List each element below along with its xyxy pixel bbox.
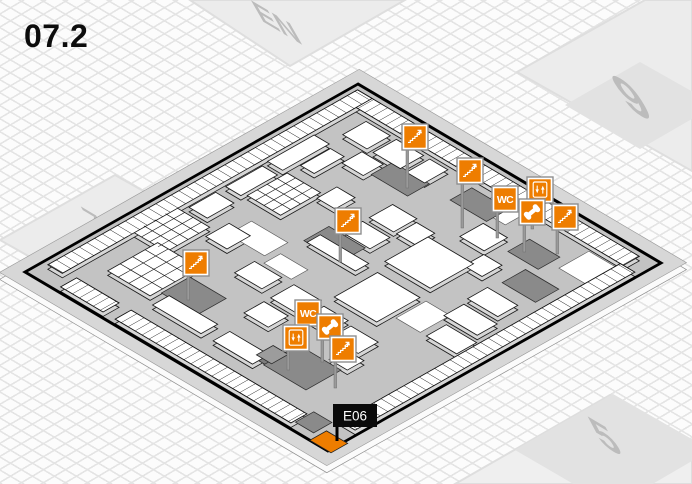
- sign-post: [333, 361, 337, 389]
- sign-escalator-5[interactable]: [182, 249, 210, 301]
- neighbor-hall-5: [515, 394, 692, 484]
- sign-post: [338, 233, 342, 263]
- wc-label: WC: [497, 194, 514, 206]
- sign-escalator-3[interactable]: [551, 203, 579, 255]
- entrance-label-text: E06: [343, 409, 367, 424]
- entrance-label-bg: [333, 404, 377, 427]
- sign-wc-2[interactable]: WC: [294, 299, 322, 351]
- entrance-flag-pole: [335, 424, 339, 441]
- sign-post: [522, 224, 526, 253]
- sign-post: [495, 211, 499, 239]
- hall-wall: [22, 82, 664, 453]
- sign-post: [405, 149, 409, 189]
- sign-post: [555, 229, 559, 255]
- wc-label: WC: [300, 308, 317, 320]
- sign-phone-1[interactable]: [518, 198, 546, 253]
- hall-level-title: 07.2: [24, 18, 89, 54]
- sign-post: [186, 275, 190, 301]
- sign-elevator-2[interactable]: [282, 324, 310, 371]
- sign-face: [494, 188, 516, 210]
- sign-escalator-1[interactable]: [401, 123, 429, 189]
- neighbor-hall-9: [565, 62, 692, 149]
- sign-escalator-2[interactable]: [456, 157, 484, 229]
- sign-post: [460, 183, 464, 229]
- hall-structure: [0, 68, 688, 474]
- neighbor-hall-en: [188, 0, 408, 68]
- sign-escalator-4[interactable]: [334, 207, 362, 263]
- sign-escalator-6[interactable]: [329, 335, 357, 389]
- entrance-label[interactable]: E06: [333, 404, 377, 441]
- facility-signs: WC: [182, 123, 579, 389]
- sign-post: [286, 350, 290, 371]
- booth-grid-lines: [117, 177, 313, 290]
- sign-face: [285, 327, 307, 349]
- sign-wc-1[interactable]: WC: [491, 185, 519, 239]
- booth-blocks: [22, 82, 664, 454]
- sign-face: [297, 302, 319, 324]
- sign-face: [529, 179, 551, 201]
- sign-post: [320, 339, 324, 363]
